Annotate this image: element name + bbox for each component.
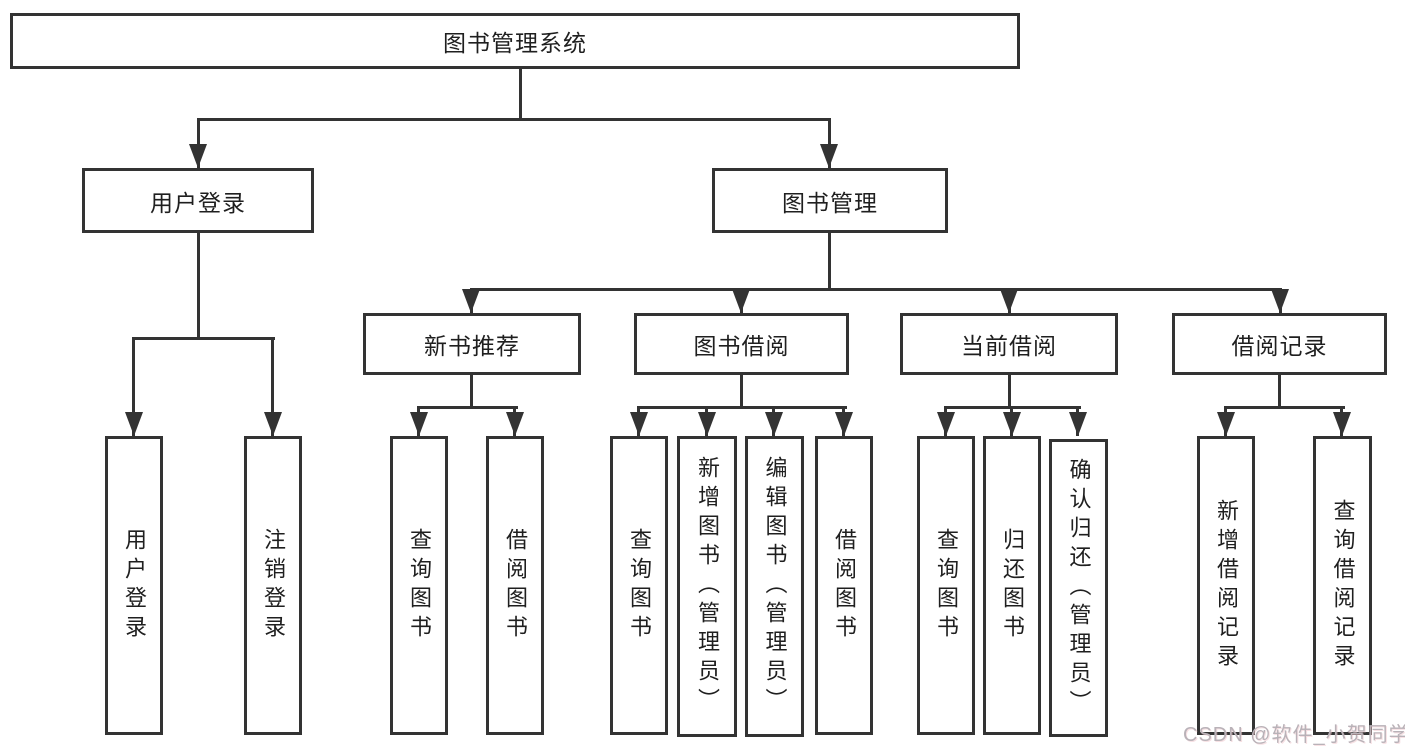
node-library-management-system: 图书管理系统: [10, 13, 1020, 69]
arrow-down-icon: [189, 144, 207, 168]
connector-line: [740, 375, 743, 409]
node-book-management: 图书管理: [712, 168, 948, 233]
node-new-book-recommend: 新书推荐: [363, 313, 581, 375]
arrow-down-icon: [630, 412, 648, 436]
node-label: 图书管理: [782, 189, 878, 216]
arrow-down-icon: [410, 412, 428, 436]
leaf-confirm-return-admin: 确认归还（管理员）: [1049, 439, 1108, 737]
leaf-query-books-current: 查询图书: [917, 436, 975, 735]
node-label: 借阅图书: [832, 527, 857, 644]
leaf-borrow-books-recommend: 借阅图书: [486, 436, 544, 735]
connector-line: [637, 406, 847, 409]
node-label: 查询图书: [627, 527, 652, 644]
connector-line: [519, 69, 522, 118]
arrow-down-icon: [1333, 412, 1351, 436]
node-label: 用户登录: [150, 189, 246, 216]
leaf-add-borrow-record: 新增借阅记录: [1197, 436, 1255, 735]
leaf-logout: 注销登录: [244, 436, 302, 735]
leaf-edit-books-admin: 编辑图书（管理员）: [745, 436, 804, 737]
arrow-down-icon: [698, 412, 716, 436]
node-label: 当前借阅: [961, 333, 1057, 359]
arrow-down-icon: [1000, 289, 1018, 313]
arrow-down-icon: [835, 412, 853, 436]
node-label: 查询图书: [934, 527, 959, 644]
connector-line: [132, 337, 135, 436]
leaf-query-books-borrow: 查询图书: [610, 436, 668, 735]
leaf-user-login: 用户登录: [105, 436, 163, 735]
node-borrow-records: 借阅记录: [1172, 313, 1387, 375]
node-book-borrow: 图书借阅: [634, 313, 849, 375]
node-label: 图书管理系统: [443, 30, 587, 56]
node-label: 新增借阅记录: [1214, 498, 1239, 673]
connector-line: [132, 337, 275, 340]
connector-line: [1224, 406, 1345, 409]
arrow-down-icon: [125, 412, 143, 436]
node-label: 注销登录: [261, 527, 286, 644]
node-current-borrow: 当前借阅: [900, 313, 1118, 375]
node-label: 图书借阅: [693, 333, 790, 359]
arrow-down-icon: [506, 412, 524, 436]
arrow-down-icon: [820, 144, 838, 168]
node-label: 归还图书: [1000, 527, 1025, 644]
connector-line: [197, 118, 200, 168]
arrow-down-icon: [765, 412, 783, 436]
connector-line: [271, 337, 274, 436]
connector-line: [828, 233, 831, 291]
leaf-query-books-recommend: 查询图书: [390, 436, 448, 735]
arrow-down-icon: [462, 289, 480, 313]
node-label: 编辑图书（管理员）: [762, 456, 788, 717]
leaf-add-books-admin: 新增图书（管理员）: [677, 436, 737, 737]
node-label: 新增图书（管理员）: [695, 456, 720, 717]
node-label: 借阅记录: [1231, 333, 1328, 359]
leaf-borrow-books: 借阅图书: [815, 436, 873, 735]
node-user-login: 用户登录: [82, 168, 314, 233]
arrow-down-icon: [1271, 289, 1289, 313]
leaf-return-books: 归还图书: [983, 436, 1041, 735]
connector-line: [470, 288, 1282, 291]
connector-line: [197, 118, 831, 121]
arrow-down-icon: [732, 289, 750, 313]
node-label: 确认归还（管理员）: [1066, 457, 1092, 719]
node-label: 查询借阅记录: [1330, 498, 1356, 673]
node-label: 借阅图书: [503, 527, 528, 644]
arrow-down-icon: [1069, 412, 1087, 436]
arrow-down-icon: [937, 412, 955, 436]
arrow-down-icon: [1003, 412, 1021, 436]
node-label: 新书推荐: [424, 333, 520, 359]
leaf-query-borrow-record: 查询借阅记录: [1313, 436, 1372, 735]
connector-line: [1008, 375, 1011, 409]
node-label: 查询图书: [407, 527, 432, 644]
csdn-watermark: CSDN @软件_小贺同学: [1183, 724, 1405, 746]
arrow-down-icon: [1217, 412, 1235, 436]
connector-line: [197, 233, 200, 340]
connector-line: [470, 375, 473, 409]
connector-line: [828, 118, 831, 168]
arrow-down-icon: [264, 412, 282, 436]
node-label: 用户登录: [122, 527, 147, 644]
connector-line: [417, 406, 518, 409]
connector-line: [1278, 375, 1281, 409]
